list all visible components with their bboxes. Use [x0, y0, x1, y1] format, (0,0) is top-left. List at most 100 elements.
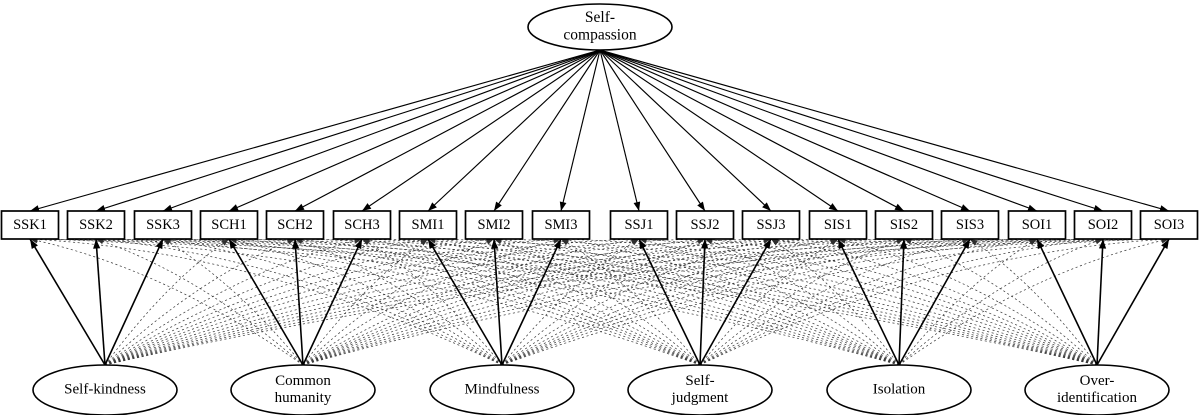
indicator-node-SCH3[interactable]: SCH3	[332, 210, 392, 240]
loading-general-SSJ3-arrowhead	[762, 202, 771, 211]
indicator-box	[332, 210, 392, 240]
crossloading-isolation-SCH1	[228, 238, 900, 366]
crossloading-self-kindness-SOI1	[104, 238, 1038, 366]
crossloading-isolation-SSJ2	[704, 238, 900, 366]
specific-factor-ellipse	[429, 364, 575, 415]
indicator-node-SCH1[interactable]: SCH1	[199, 210, 259, 240]
indicator-node-SSJ3[interactable]: SSJ3	[741, 210, 801, 240]
crossloading-isolation-SMI1	[427, 238, 900, 366]
loading-general-SSK2	[95, 49, 601, 212]
indicator-box	[1007, 210, 1067, 240]
general-factor-node-self-compassion[interactable]: Self-compassion	[527, 3, 673, 51]
specific-factor-node-self-kindness[interactable]: Self-kindness	[32, 364, 178, 415]
crossloading-mindfulness-SSK2	[95, 238, 503, 366]
crossloading-common-humanity-SMI1-arrowhead	[420, 239, 428, 246]
indicator-label: SMI2	[477, 217, 510, 233]
specific-factor-label: Mindfulness	[465, 381, 540, 397]
indicator-node-SIS3[interactable]: SIS3	[940, 210, 1000, 240]
loading-general-SSJ3	[599, 49, 772, 212]
crossloading-self-kindness-SMI2	[104, 238, 495, 366]
crossloading-self-kindness-SSJ2	[104, 238, 706, 366]
crossloading-isolation-SCH3	[361, 238, 900, 366]
indicator-node-SSK2[interactable]: SSK2	[66, 210, 126, 240]
loading-mindfulness-SMI2	[493, 238, 503, 366]
crossloading-self-judgment-SIS2-arrowhead	[895, 238, 904, 245]
loading-general-SMI1-arrowhead	[428, 202, 437, 211]
crossloading-common-humanity-SMI2-arrowhead	[485, 238, 494, 245]
indicator-node-SMI3[interactable]: SMI3	[531, 210, 591, 240]
specific-factor-label: Over-	[1080, 373, 1115, 389]
indicator-label: SIS3	[956, 217, 984, 233]
loading-self-judgment-SSJ2	[699, 238, 706, 366]
crossloading-self-kindness-SCH1	[104, 238, 230, 366]
loading-self-judgment-SSJ2-arrowhead	[701, 239, 709, 249]
specific-factor-node-over-identification[interactable]: Over-identification	[1024, 364, 1170, 415]
crossloading-over-identification-SSK2	[95, 238, 1098, 366]
crossloading-isolation-SOI2	[898, 238, 1104, 366]
specific-factor-ellipse	[32, 364, 178, 415]
indicator-box	[1139, 210, 1199, 240]
specific-factor-node-isolation[interactable]: Isolation	[826, 364, 972, 415]
loading-over-identification-SOI3	[1096, 238, 1170, 366]
crossloading-isolation-SSJ3	[770, 238, 900, 366]
crossloading-over-identification-SIS3-arrowhead	[970, 239, 978, 246]
indicator-node-SOI2[interactable]: SOI2	[1073, 210, 1133, 240]
indicator-label: SSJ1	[624, 217, 653, 233]
crossloading-self-kindness-SCH1-arrowhead	[221, 239, 229, 246]
indicator-label: SSJ3	[756, 217, 785, 233]
indicator-node-SSJ1[interactable]: SSJ1	[609, 210, 669, 240]
indicator-box	[199, 210, 259, 240]
indicator-node-SIS1[interactable]: SIS1	[808, 210, 868, 240]
loading-self-kindness-SSK3-arrowhead	[155, 239, 163, 250]
loading-common-humanity-SCH2-arrowhead	[292, 239, 300, 249]
loading-general-SOI2-arrowhead	[1093, 205, 1103, 212]
indicator-box	[874, 210, 934, 240]
indicator-box	[464, 210, 524, 240]
indicator-label: SCH1	[211, 217, 246, 233]
crossloading-mindfulness-SIS1	[501, 238, 839, 366]
specific-factor-label: Self-kindness	[64, 381, 146, 397]
crossloading-isolation-SOI1	[898, 238, 1038, 366]
crossloading-self-judgment-SIS1	[699, 238, 839, 366]
indicator-node-SOI1[interactable]: SOI1	[1007, 210, 1067, 240]
specific-factor-label: Isolation	[873, 381, 926, 397]
crossloading-common-humanity-SSK3	[162, 238, 304, 366]
indicator-node-SMI2[interactable]: SMI2	[464, 210, 524, 240]
loading-general-SCH3	[361, 49, 601, 212]
indicator-box	[1073, 210, 1133, 240]
indicator-node-SMI1[interactable]: SMI1	[398, 210, 458, 240]
crossloading-over-identification-SIS1	[837, 238, 1098, 366]
crossloading-mindfulness-SSJ1-arrowhead	[631, 239, 639, 246]
specific-factor-node-self-judgment[interactable]: Self-judgment	[627, 364, 773, 415]
specific-factor-ellipse	[826, 364, 972, 415]
loading-self-judgment-SSJ3	[699, 238, 772, 366]
loading-mindfulness-SMI3	[501, 238, 562, 366]
crossloading-mindfulness-SCH2	[294, 238, 503, 366]
crossloading-common-humanity-SOI3	[302, 238, 1170, 366]
indicator-node-SIS2[interactable]: SIS2	[874, 210, 934, 240]
loading-self-kindness-SSK1	[29, 238, 106, 366]
indicator-node-SCH2[interactable]: SCH2	[265, 210, 325, 240]
indicator-node-SSK1[interactable]: SSK1	[0, 210, 60, 240]
indicator-box	[0, 210, 60, 240]
loading-general-SSJ1-arrowhead	[633, 201, 641, 211]
crossloading-self-judgment-SOI1	[699, 238, 1038, 366]
loading-self-kindness-SSK1-arrowhead	[30, 239, 38, 249]
indicator-node-SSJ2[interactable]: SSJ2	[675, 210, 735, 240]
crossloading-over-identification-SCH3	[361, 238, 1098, 366]
loading-general-SOI1-arrowhead	[1027, 204, 1037, 212]
crossloading-over-identification-SSK1	[29, 238, 1098, 366]
crossloading-self-kindness-SCH3	[104, 238, 363, 366]
specific-factor-ellipse	[1024, 364, 1170, 415]
indicator-node-SSK3[interactable]: SSK3	[133, 210, 193, 240]
specific-factor-node-mindfulness[interactable]: Mindfulness	[429, 364, 575, 415]
loading-general-SCH3-arrowhead	[362, 203, 372, 211]
loading-general-SSJ1	[599, 49, 640, 212]
indicator-node-SOI3[interactable]: SOI3	[1139, 210, 1199, 240]
indicator-box	[675, 210, 735, 240]
crossloading-self-kindness-SMI1	[104, 238, 429, 366]
loading-general-SCH2-arrowhead	[295, 203, 305, 211]
